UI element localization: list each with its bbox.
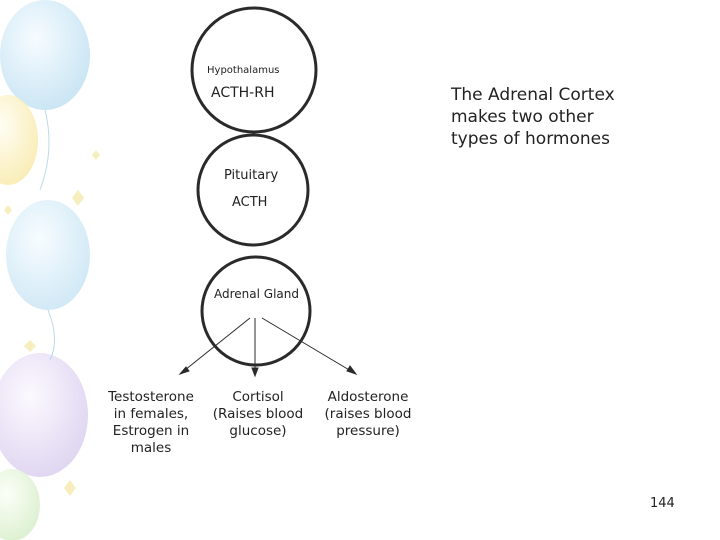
balloon-blue-top <box>0 0 90 110</box>
balloon-string <box>47 309 55 361</box>
testosterone-estrogen-label: Testosterone in females, Estrogen in mal… <box>96 389 206 457</box>
hypothalamus-circle <box>190 6 318 134</box>
hypothalamus-label: Hypothalamus <box>207 65 280 76</box>
balloon-purple-bottom <box>0 353 88 477</box>
product-line: (raises blood <box>324 406 412 422</box>
product-line: pressure) <box>336 423 400 439</box>
balloon-green-corner <box>0 469 40 540</box>
balloon-blue-middle <box>6 200 90 310</box>
product-line: Testosterone <box>108 389 194 405</box>
slide-page-number: 144 <box>650 496 675 511</box>
caption-line: The Adrenal Cortex <box>451 85 615 105</box>
balloon-string <box>39 109 50 191</box>
arrow-to-testosterone <box>179 317 251 375</box>
product-line: glucose) <box>229 423 287 439</box>
acth-label: ACTH <box>232 195 268 210</box>
arrow-to-aldosterone <box>261 317 357 375</box>
caption-line: types of hormones <box>451 129 610 149</box>
confetti-stars <box>4 150 100 496</box>
pituitary-circle <box>196 133 310 247</box>
product-line: (Raises blood <box>212 406 304 422</box>
product-line: in females, <box>113 406 189 422</box>
pituitary-label: Pituitary <box>224 168 279 183</box>
adrenal-circle <box>200 255 312 367</box>
acth-rh-label: ACTH-RH <box>211 85 275 101</box>
adrenal-gland-label: Adrenal Gland <box>214 287 299 301</box>
caption-line: makes two other <box>451 107 594 127</box>
product-line: Aldosterone <box>327 389 409 405</box>
adrenal-cortex-caption: The Adrenal Cortex makes two other types… <box>451 84 615 150</box>
product-line: Estrogen in <box>112 423 190 439</box>
balloon-yellow-left <box>0 95 38 185</box>
aldosterone-label: Aldosterone (raises blood pressure) <box>316 389 420 440</box>
product-line: Cortisol <box>232 389 284 405</box>
cortisol-label: Cortisol (Raises blood glucose) <box>204 389 312 440</box>
product-line: males <box>130 440 172 456</box>
